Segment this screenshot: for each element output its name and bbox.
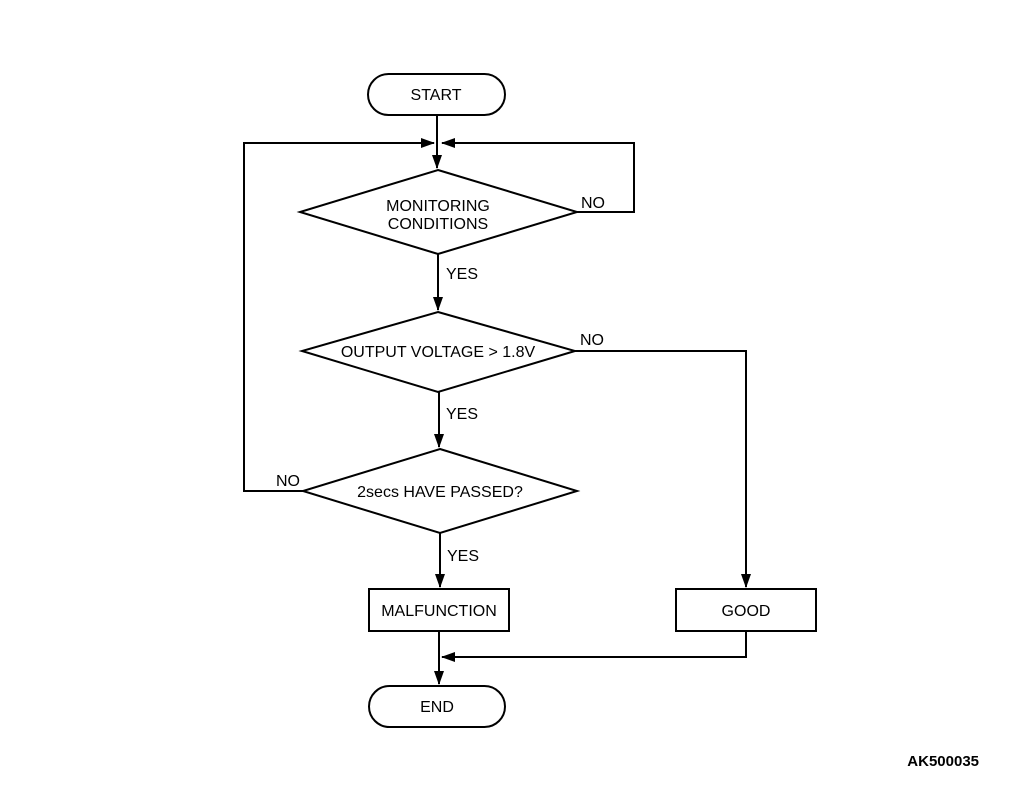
good-box — [675, 588, 817, 632]
edge-2secs-no-loop — [243, 138, 435, 492]
voltage-no-label: NO — [580, 332, 604, 349]
edge-good-merge — [441, 631, 747, 662]
monitoring-no-label: NO — [581, 195, 605, 212]
voltage-yes-label: YES — [446, 406, 478, 423]
figure-code: AK500035 — [907, 753, 979, 770]
decision-output-voltage — [298, 310, 579, 394]
decision-monitoring-conditions — [296, 168, 581, 256]
end-label: END — [420, 699, 454, 716]
good-label: GOOD — [722, 603, 771, 620]
decision-output-voltage-label: OUTPUT VOLTAGE > 1.8V — [341, 344, 536, 361]
malfunction-box — [368, 588, 510, 632]
2secs-yes-label: YES — [447, 548, 479, 565]
monitoring-yes-label: YES — [446, 266, 478, 283]
end-terminator — [368, 685, 506, 728]
decision-monitoring-line2: CONDITIONS — [388, 216, 488, 233]
decision-2secs-passed — [299, 447, 581, 535]
start-terminator — [367, 73, 506, 116]
decision-monitoring-line1: MONITORING — [386, 198, 490, 215]
edge-monitoring-no-loop — [441, 138, 635, 213]
2secs-no-label: NO — [276, 473, 300, 490]
malfunction-label: MALFUNCTION — [381, 603, 497, 620]
decision-2secs-label: 2secs HAVE PASSED? — [357, 484, 523, 501]
edge-voltage-no-to-good — [575, 350, 751, 588]
start-label: START — [411, 87, 462, 104]
